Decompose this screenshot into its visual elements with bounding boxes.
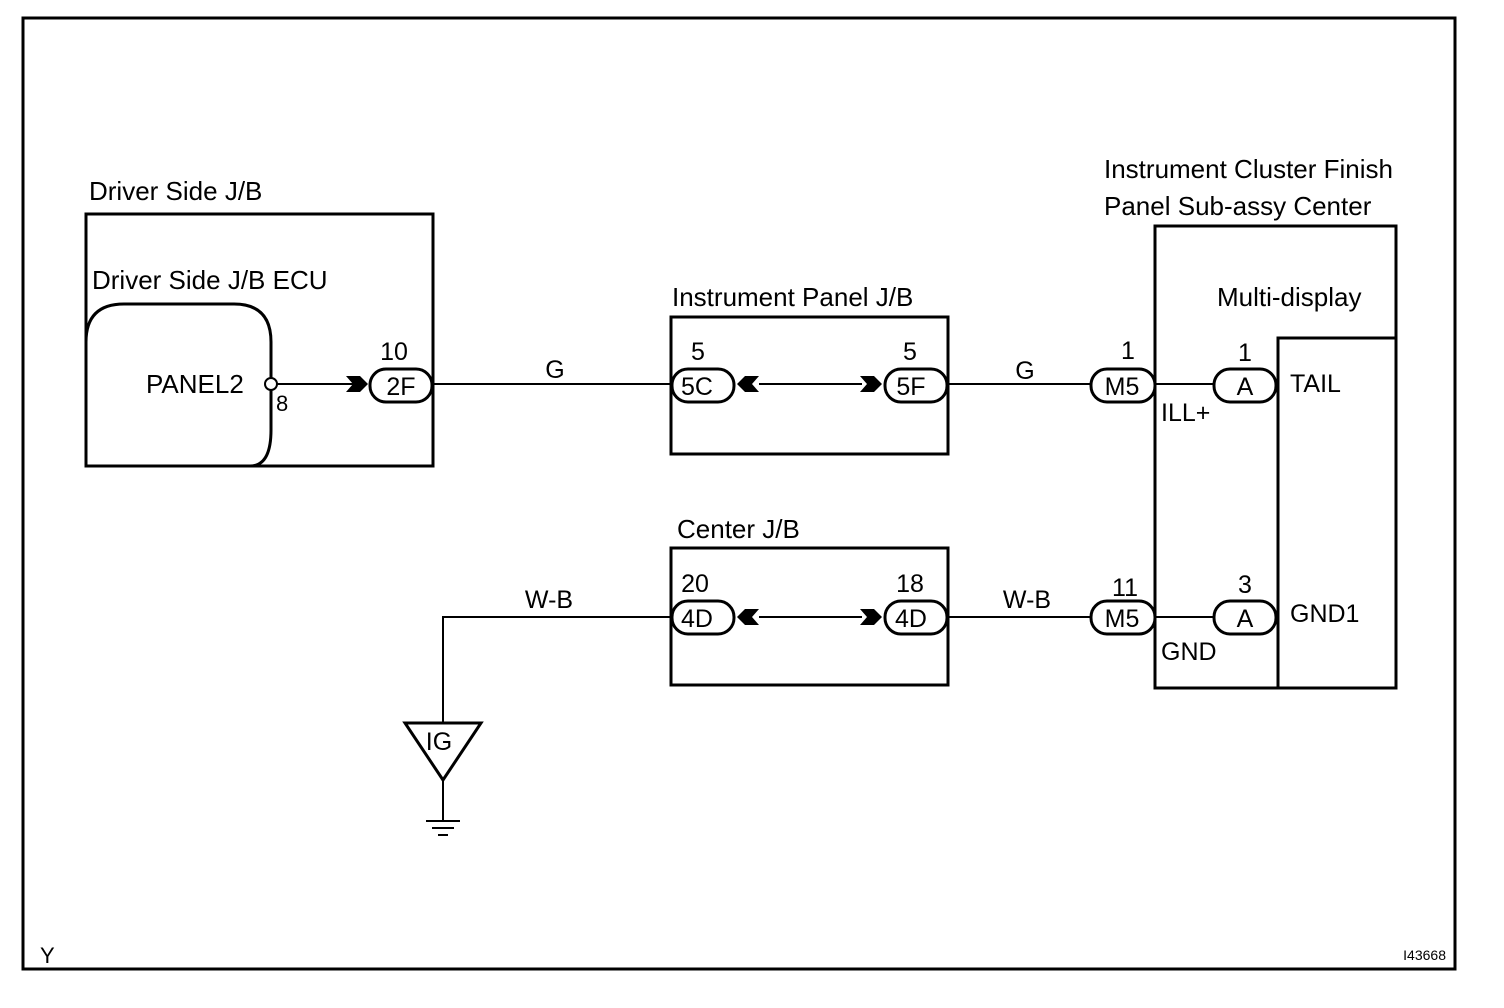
- figure-id: I43668: [1403, 947, 1446, 963]
- wire-g-left-color: G: [545, 356, 564, 384]
- connector-m5-top: [1089, 367, 1157, 404]
- connector-2f-arrow: [346, 376, 368, 392]
- connector-a-top-code: A: [1237, 373, 1254, 401]
- connector-2f-code: 2F: [386, 373, 415, 401]
- diagram-frame: [21, 16, 1457, 971]
- connector-4d-left-code: 4D: [681, 605, 713, 633]
- instrument-panel-jb-title: Instrument Panel J/B: [672, 282, 913, 312]
- connector-a-bottom-pin: 3: [1238, 571, 1252, 599]
- wire-wb-left-color: W-B: [525, 586, 573, 614]
- connector-4d-right-pin: 18: [896, 570, 924, 598]
- tail-terminal-label: TAIL: [1290, 370, 1341, 398]
- connector-5f-arrow: [860, 376, 882, 392]
- instrument-panel-jb: Instrument Panel J/B 5C 5 5F 5: [669, 282, 950, 456]
- panel2-terminal-label: PANEL2: [146, 369, 244, 399]
- driver-jb-ecu-box: [84, 302, 273, 468]
- wire-wb-left: [442, 616, 672, 722]
- panel2-pin-number: 8: [276, 391, 288, 416]
- cluster-panel-title-line2: Panel Sub-assy Center: [1104, 191, 1372, 221]
- connector-5c-arrow: [737, 376, 759, 392]
- connector-5f-pin: 5: [903, 338, 917, 366]
- connector-a-top: [1212, 367, 1278, 404]
- ground-point-triangle: [402, 721, 484, 783]
- gnd1-terminal-label: GND1: [1290, 600, 1359, 628]
- panel2-terminal-node: [264, 377, 278, 391]
- connector-a-bottom: [1212, 599, 1278, 636]
- connector-m5-bottom-code: M5: [1105, 605, 1140, 633]
- connector-5c-code: 5C: [681, 373, 713, 401]
- multi-display-box: [1276, 336, 1398, 690]
- connector-4d-right-code: 4D: [895, 605, 927, 633]
- connector-4d-left-pin: 20: [681, 570, 709, 598]
- connector-m5-top-pin: 1: [1121, 337, 1135, 365]
- connector-m5-bottom-pin: 11: [1112, 574, 1138, 602]
- center-jb-title: Center J/B: [677, 514, 800, 544]
- connector-2f: [368, 367, 434, 404]
- connector-5c: [670, 367, 736, 404]
- connector-m5-top-code: M5: [1105, 373, 1140, 401]
- connector-5f: [883, 367, 949, 404]
- ill-plus-terminal-label: ILL+: [1161, 399, 1210, 427]
- wire-wb-right-color: W-B: [1003, 586, 1051, 614]
- gnd-terminal-label: GND: [1161, 638, 1217, 666]
- driver-side-jb: Driver Side J/B Driver Side J/B ECU PANE…: [84, 176, 435, 468]
- connector-a-bottom-code: A: [1237, 605, 1254, 633]
- driver-jb-ecu-title: Driver Side J/B ECU: [92, 265, 328, 295]
- cluster-panel-title-line1: Instrument Cluster Finish: [1104, 154, 1393, 184]
- footer-left-code: Y: [40, 943, 55, 968]
- ground-point-label: IG: [426, 728, 452, 756]
- connector-2f-pin: 10: [380, 338, 408, 366]
- ground-point-ig: IG: [402, 721, 484, 836]
- connector-5f-code: 5F: [896, 373, 925, 401]
- multi-display: Multi-display A 1 TAIL A 3 GND1: [1212, 282, 1398, 690]
- connector-a-top-pin: 1: [1238, 339, 1252, 367]
- driver-jb-title: Driver Side J/B: [89, 176, 262, 206]
- center-jb: Center J/B 4D 20 4D 18: [669, 514, 950, 687]
- connector-5c-pin: 5: [691, 338, 705, 366]
- connector-4d-left-arrow: [737, 609, 759, 625]
- multi-display-title: Multi-display: [1217, 282, 1362, 312]
- connector-4d-right-arrow: [860, 609, 882, 625]
- wire-g-right-color: G: [1015, 357, 1034, 385]
